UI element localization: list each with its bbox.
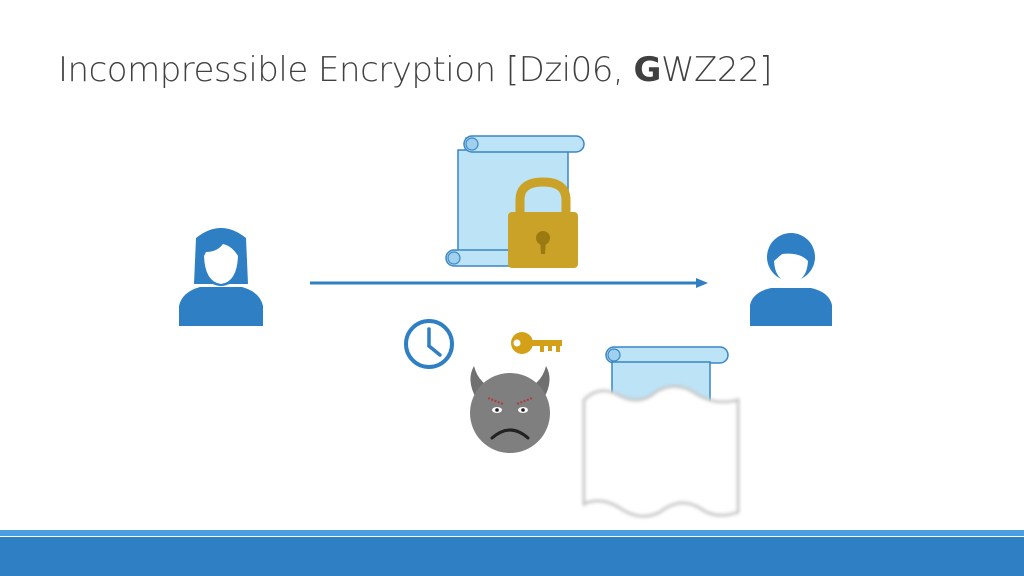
transmission-arrow (310, 278, 708, 288)
title-tail: WZ22] (660, 50, 772, 90)
man-user-icon (750, 233, 832, 326)
scroll-with-padlock-icon (445, 135, 585, 268)
key-icon (511, 332, 562, 354)
slide-title: Incompressible Encryption [Dzi06, GWZ22] (58, 50, 772, 90)
title-main: Incompressible Encryption [Dzi06, (58, 50, 634, 90)
woman-user-icon (179, 228, 263, 326)
torn-scroll-icon (582, 346, 740, 518)
title-bold-letter: G (633, 50, 662, 90)
clock-icon (404, 319, 454, 369)
footer-bar (0, 537, 1024, 576)
angry-devil-face-icon (470, 366, 550, 453)
footer-accent-line (0, 530, 1024, 536)
